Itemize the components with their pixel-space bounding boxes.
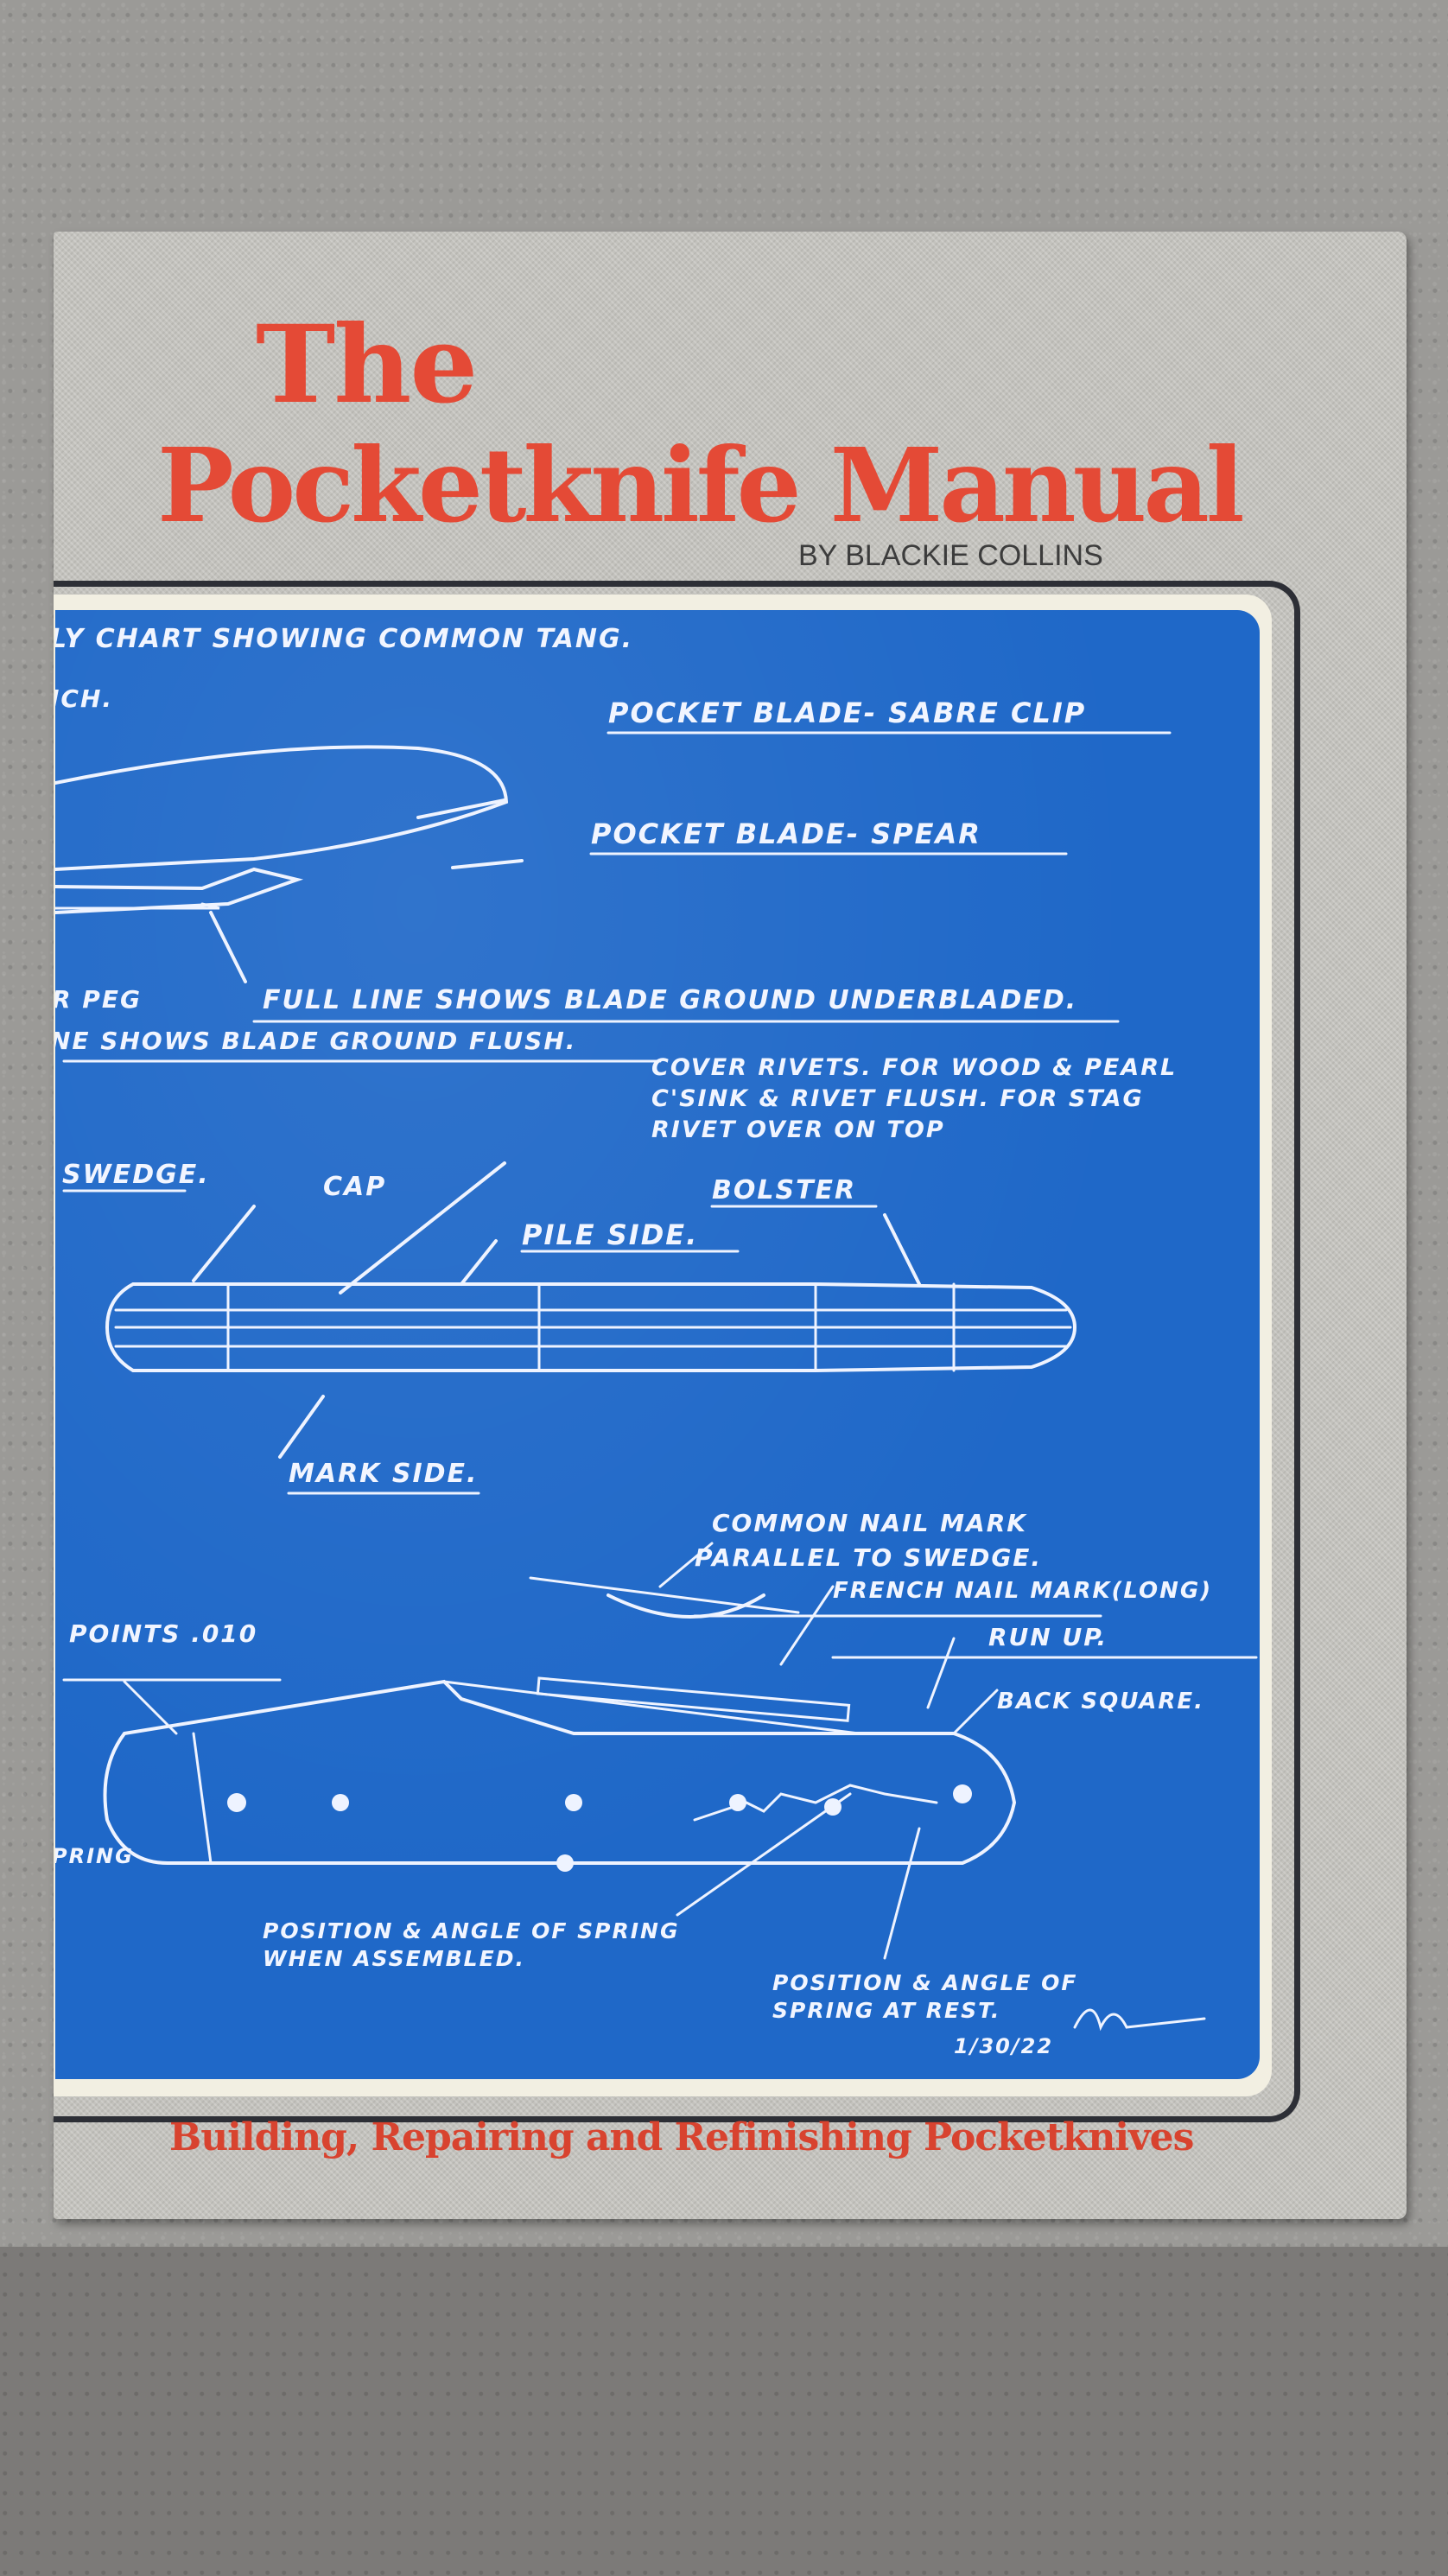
label-spring-rest-2: SPRING AT REST. bbox=[772, 1998, 1001, 2023]
label-bolster: BOLSTER bbox=[712, 1175, 857, 1205]
blueprint-illustration: LY CHART SHOWING COMMON TANG. ICH. POCKE… bbox=[55, 610, 1260, 2079]
blueprint-drawing bbox=[55, 731, 1258, 2032]
blade-leader-sabre bbox=[416, 798, 506, 819]
blade-outline-upper bbox=[55, 745, 509, 871]
label-french-nail-mark: FRENCH NAIL MARK(LONG) bbox=[833, 1578, 1213, 1604]
label-mark-side: MARK SIDE. bbox=[289, 1459, 479, 1489]
leader-spring-rest bbox=[883, 1827, 921, 1960]
label-pile-side: PILE SIDE. bbox=[522, 1218, 699, 1251]
label-spring-rest-1: POSITION & ANGLE OF bbox=[772, 1970, 1078, 1995]
tang-outline bbox=[55, 867, 304, 914]
label-date: 1/30/22 bbox=[954, 2034, 1054, 2058]
label-spring: PRING bbox=[55, 1844, 134, 1868]
knife-body-bottom bbox=[103, 1679, 1017, 1865]
tang-detail bbox=[55, 902, 220, 910]
blueprint-frame-border bbox=[54, 581, 1300, 2122]
label-peg: R PEG bbox=[55, 985, 142, 1014]
leader-run-up bbox=[926, 1637, 956, 1709]
leader-cap bbox=[192, 1205, 256, 1282]
label-full-line: FULL LINE SHOWS BLADE GROUND UNDERBLADED… bbox=[263, 985, 1078, 1015]
leader-points bbox=[123, 1680, 178, 1735]
label-cover-rivets-2: C'SINK & RIVET FLUSH. FOR STAG bbox=[651, 1085, 1144, 1112]
author-byline: BY BLACKIE COLLINS bbox=[798, 539, 1103, 572]
signature-scribble bbox=[1073, 2008, 1206, 2032]
label-nail-mark-2: PARALLEL TO SWEDGE. bbox=[695, 1543, 1043, 1572]
label-chart-heading: LY CHART SHOWING COMMON TANG. bbox=[55, 624, 634, 654]
leader-cover-rivets bbox=[339, 1161, 506, 1294]
blade-leader-full-line bbox=[209, 911, 247, 983]
label-spring-assembled-2: WHEN ASSEMBLED. bbox=[263, 1946, 525, 1971]
label-nail-mark-1: COMMON NAIL MARK bbox=[712, 1509, 1027, 1537]
lower-step bbox=[0, 2247, 1448, 2576]
label-cover-rivets-1: COVER RIVETS. FOR WOOD & PEARL bbox=[651, 1054, 1178, 1081]
label-run-up: RUN UP. bbox=[988, 1623, 1108, 1651]
label-cap: CAP bbox=[323, 1172, 387, 1202]
leader-mark-side bbox=[278, 1395, 325, 1459]
leader-bolster bbox=[883, 1213, 921, 1286]
blade-leader-spear bbox=[451, 859, 524, 869]
label-ich: ICH. bbox=[55, 684, 114, 713]
label-spring-assembled-1: POSITION & ANGLE OF SPRING bbox=[263, 1918, 680, 1943]
label-back-square: BACK SQUARE. bbox=[997, 1689, 1204, 1714]
title-line-2: Pocketknife Manual bbox=[157, 425, 1245, 545]
knife-body-top bbox=[105, 1282, 1077, 1372]
label-sabre-clip: POCKET BLADE- SABRE CLIP bbox=[608, 696, 1087, 729]
label-swedge: SWEDGE. bbox=[62, 1160, 210, 1190]
label-flush: NE SHOWS BLADE GROUND FLUSH. bbox=[55, 1027, 577, 1055]
cover-subtitle: Building, Repairing and Refinishing Pock… bbox=[169, 2115, 1194, 2159]
label-cover-rivets-3: RIVET OVER ON TOP bbox=[651, 1116, 945, 1143]
label-spear: POCKET BLADE- SPEAR bbox=[591, 817, 981, 850]
title-line-1: The bbox=[256, 302, 478, 428]
leader-back-square bbox=[952, 1689, 999, 1735]
leader-pile-side bbox=[460, 1239, 498, 1286]
leader-spring-assembled bbox=[676, 1792, 852, 1917]
rivet-dots bbox=[227, 1784, 972, 1872]
nail-mark bbox=[607, 1593, 765, 1619]
label-points: POINTS .010 bbox=[69, 1619, 258, 1648]
